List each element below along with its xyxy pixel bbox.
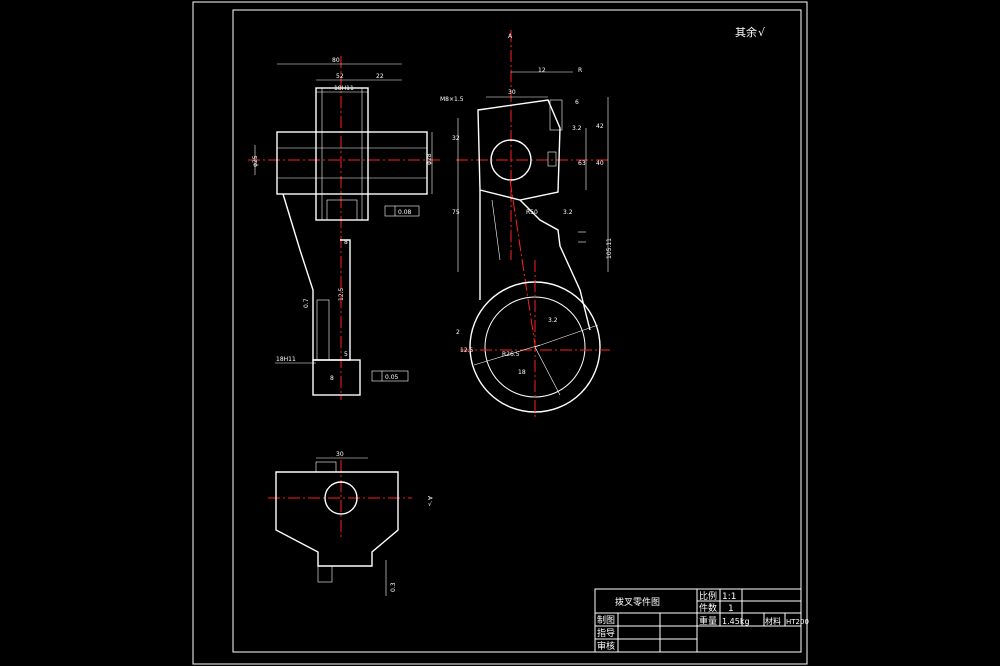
scale-label: 比例 — [699, 590, 717, 602]
dim-32: 32 — [452, 135, 460, 142]
dim-40: 40 — [596, 160, 604, 167]
weight-label: 重量 — [699, 615, 717, 627]
dim-3.2-b: 3.2 — [563, 209, 573, 216]
front-fork — [312, 359, 361, 396]
dim-m8: M8×1.5 — [440, 96, 464, 103]
dim-R: R — [578, 67, 582, 74]
section-label-a: A — [426, 496, 433, 501]
qty-label: 件数 — [699, 602, 717, 614]
dim-phi28: φ28 — [426, 153, 433, 165]
dim-18h11: 18H11 — [334, 85, 354, 92]
dim-63: 63 — [578, 160, 586, 167]
roughness-note: 其余 — [735, 25, 757, 39]
qty-value: 1 — [728, 604, 734, 614]
scale-value: 1:1 — [722, 592, 736, 602]
dim-75: 75 — [452, 209, 460, 216]
roughness-symbol: √ — [758, 26, 766, 39]
title-block-frame — [594, 588, 802, 653]
roughness-b: √ — [428, 501, 432, 508]
side-view: 12 R M8×1.5 30 42 6 3.2 32 75 63 40 3.2 … — [440, 30, 613, 420]
dim-22: 22 — [376, 73, 384, 80]
dim-52: 52 — [336, 73, 344, 80]
dim-R26.5: R26.5 — [502, 351, 520, 358]
dim-8-b: 8 — [330, 375, 334, 382]
front-hub — [276, 131, 428, 195]
dim-18h11-b: 18H11 — [276, 356, 296, 363]
dim-6: 6 — [575, 99, 579, 106]
tol-0.05: 0.05 — [385, 374, 399, 381]
side-arm — [479, 190, 591, 331]
outer-border — [192, 1, 808, 665]
dim-30-b: 30 — [336, 451, 344, 458]
bottom-body — [275, 471, 399, 567]
dim-80: 80 — [332, 57, 340, 64]
weight-value: 1.45kg — [722, 617, 750, 626]
title-block: 拨叉零件图 比例 1:1 件数 1 重量 1.45kg 材料 HT200 制图 … — [594, 588, 809, 653]
side-hub — [477, 99, 561, 201]
dim-phi25: φ25 — [252, 155, 259, 167]
dim-18: 18 — [518, 369, 526, 376]
dim-12: 12 — [538, 67, 546, 74]
tol-0.08: 0.08 — [398, 209, 412, 216]
inner-border — [232, 9, 802, 653]
bottom-bore — [324, 481, 358, 515]
dim-30: 30 — [508, 89, 516, 96]
dim-0.3: 0.3 — [390, 582, 397, 592]
section-arrow-a: A — [508, 33, 513, 40]
drawn-label: 制图 — [597, 614, 615, 626]
front-view: 80 52 22 18H11 φ25 φ28 8 5 0.7 12.5 18H1… — [248, 56, 440, 400]
material-label: 材料 — [765, 616, 781, 626]
dim-12.5: 12.5 — [460, 347, 474, 354]
dim-3.2-a: 3.2 — [572, 125, 582, 132]
dim-5: 5 — [344, 351, 348, 358]
dim-42: 42 — [596, 123, 604, 130]
material-value: HT200 — [786, 618, 809, 626]
dim-105: 105.11 — [606, 238, 613, 259]
dim-2: 2 — [456, 329, 460, 336]
bottom-view: 30 A √ 0.3 — [268, 451, 433, 596]
dim-0.7: 0.7 — [303, 298, 310, 308]
side-bore — [490, 139, 532, 181]
dim-12.5: 12.5 — [338, 287, 345, 301]
review-label: 审核 — [597, 640, 615, 652]
guide-label: 指导 — [597, 627, 615, 639]
dim-R50: R50 — [526, 209, 538, 216]
dim-8: 8 — [344, 239, 348, 246]
part-name: 拨叉零件图 — [615, 596, 660, 608]
dim-3.2-c: 3.2 — [548, 317, 558, 324]
